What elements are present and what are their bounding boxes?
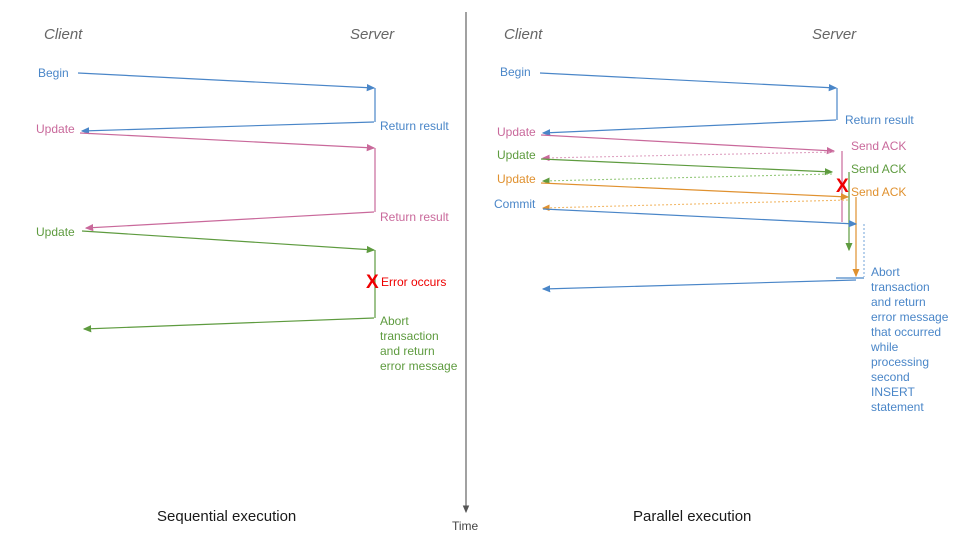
message-begin-sequential: Begin (38, 66, 376, 92)
message-label-begin-sequential: Begin (38, 66, 69, 80)
lane-label-server-parallel: Server (812, 26, 857, 43)
abort-note-line-10-parallel: statement (871, 400, 924, 414)
message-label-return-result-2-sequential: Return result (380, 210, 449, 224)
abort-note-line-2-sequential: transaction (380, 329, 439, 343)
message-begin-parallel: Begin (500, 65, 838, 92)
abort-note-line-5-parallel: that occurred (871, 325, 941, 339)
message-label-update-2-sequential: Update (36, 225, 75, 239)
message-label-begin-parallel: Begin (500, 65, 531, 79)
message-label-return-result-1-sequential: Return result (380, 119, 449, 133)
caption-sequential: Sequential execution (157, 508, 296, 525)
abort-note-line-1-sequential: Abort (380, 314, 409, 328)
lane-label-server-sequential: Server (350, 26, 395, 43)
message-label-update-1-parallel: Update (497, 125, 536, 139)
error-marker-parallel: X (836, 176, 849, 197)
message-update-1-parallel: Update (497, 125, 836, 155)
message-return-result-parallel: Return result (541, 113, 914, 137)
error-x-icon-parallel: X (836, 176, 849, 197)
abort-note-line-3-parallel: and return (871, 295, 926, 309)
abort-note-line-3-sequential: and return (380, 344, 435, 358)
message-return-result-2-sequential: Return result (84, 210, 449, 232)
abort-note-line-7-parallel: processing (871, 355, 929, 369)
abort-note-line-2-parallel: transaction (871, 280, 930, 294)
message-label-update-3-parallel: Update (497, 172, 536, 186)
message-label-update-2-parallel: Update (497, 148, 536, 162)
abort-note-sequential: Abort transaction and return error messa… (380, 314, 458, 373)
message-abort-sequential (82, 317, 375, 333)
message-label-update-1-sequential: Update (36, 122, 75, 136)
message-label-send-ack-3-parallel: Send ACK (851, 185, 906, 199)
ack-pink-parallel: Send ACK (541, 139, 906, 162)
error-label-sequential: Error occurs (381, 275, 446, 289)
panel-sequential: Client Server Begin Return result Update… (36, 26, 458, 525)
abort-note-parallel: Abort transaction and return error messa… (870, 265, 949, 414)
message-commit-parallel: Commit (494, 197, 858, 228)
ack-green-parallel: Send ACK (541, 162, 906, 185)
message-label-send-ack-1-parallel: Send ACK (851, 139, 906, 153)
message-label-return-result-parallel: Return result (845, 113, 914, 127)
message-label-commit-parallel: Commit (494, 197, 536, 211)
abort-note-line-8-parallel: second (871, 370, 910, 384)
message-return-result-1-sequential: Return result (80, 119, 449, 135)
abort-note-line-6-parallel: while (870, 340, 899, 354)
caption-parallel: Parallel execution (633, 508, 751, 525)
error-x-icon-sequential: X (366, 272, 379, 293)
abort-note-line-9-parallel: INSERT (871, 385, 915, 399)
abort-note-line-4-sequential: error message (380, 359, 458, 373)
abort-note-line-4-parallel: error message (871, 310, 949, 324)
message-label-send-ack-2-parallel: Send ACK (851, 162, 906, 176)
time-axis-label: Time (452, 519, 479, 533)
message-update-2-sequential: Update (36, 225, 376, 254)
ack-orange-parallel: Send ACK (541, 185, 906, 212)
lane-label-client-sequential: Client (44, 26, 83, 43)
message-update-2-parallel: Update (497, 148, 834, 176)
error-marker-sequential: X Error occurs (366, 272, 446, 293)
message-update-1-sequential: Update (36, 122, 376, 152)
lane-label-client-parallel: Client (504, 26, 543, 43)
panel-parallel: Client Server Begin Return result Update… (494, 26, 949, 525)
message-update-3-parallel: Update (497, 172, 850, 201)
abort-note-line-1-parallel: Abort (871, 265, 900, 279)
message-abort-parallel (541, 279, 857, 293)
